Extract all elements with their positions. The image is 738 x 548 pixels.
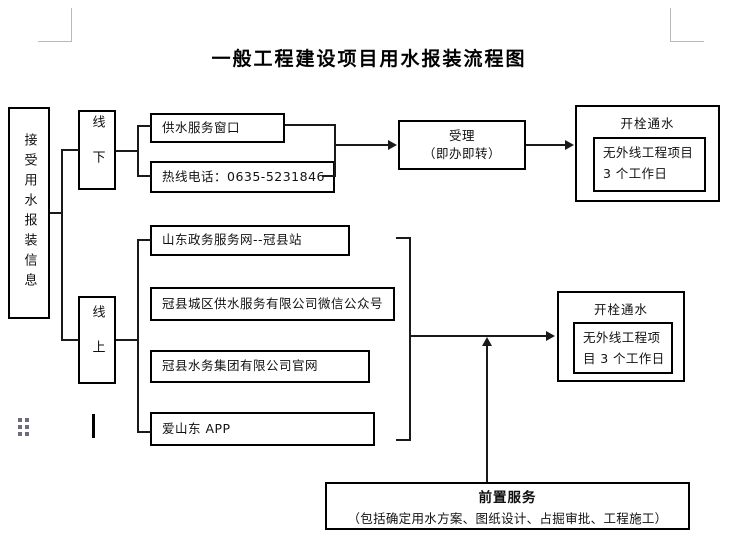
connector-start-stub (50, 212, 62, 214)
node-accept-line1: 受理 (448, 127, 475, 143)
connector-offline-branch-1 (137, 125, 151, 127)
connector-offline-merge-spine (334, 124, 336, 176)
connector-offline-branch-2 (137, 175, 151, 177)
node-result-top-detail-line2: 3 个工作日 (603, 165, 668, 181)
node-offline-option-2-label: 热线电话：0635-5231846 (162, 168, 325, 184)
connector-accept-to-result-top (526, 144, 566, 146)
node-online-option-3-label: 冠县水务集团有限公司官网 (162, 358, 319, 374)
connector-online-bracket-spine (137, 239, 139, 433)
node-online-option-3[interactable]: 冠县水务集团有限公司官网 (150, 350, 370, 383)
node-pre-service-detail: （包括确定用水方案、图纸设计、占掘审批、工程施工） (347, 510, 668, 526)
node-online-option-1[interactable]: 山东政务服务网--冠县站 (150, 225, 350, 256)
node-result-bottom[interactable]: 开栓通水 无外线工程项 目 3 个工作日 (557, 291, 685, 382)
node-offline-option-1[interactable]: 供水服务窗口 (150, 113, 285, 143)
connector-online-channel-out (116, 339, 138, 341)
node-accept-line2: （即办即转） (422, 146, 501, 161)
text-caret (92, 414, 95, 438)
connector-start-spine (61, 149, 63, 341)
connector-pre-service-up (486, 345, 488, 482)
page-margin-mark-top-left (38, 8, 72, 42)
connector-online-to-result-bottom (409, 335, 547, 337)
node-offline-option-1-label: 供水服务窗口 (162, 119, 241, 135)
connector-online-branch-1 (137, 239, 151, 241)
node-result-bottom-detail-line2: 目 3 个工作日 (583, 350, 665, 366)
node-result-top[interactable]: 开栓通水 无外线工程项目 3 个工作日 (575, 105, 720, 202)
connector-online-merge-bottom (396, 439, 410, 441)
node-result-top-detail-line1: 无外线工程项目 (603, 145, 694, 160)
connector-offline-to-accept (334, 144, 389, 146)
connector-online-merge-top (396, 237, 410, 239)
node-result-bottom-detail-line1: 无外线工程项 (583, 330, 661, 345)
node-channel-online-label: 线上 (89, 305, 105, 375)
arrowhead-online-to-result-bottom (546, 331, 555, 341)
connector-to-offline-channel (61, 149, 79, 151)
node-offline-option-2[interactable]: 热线电话：0635-5231846 (150, 161, 335, 193)
node-online-option-2[interactable]: 冠县城区供水服务有限公司微信公众号 (150, 287, 395, 321)
node-result-bottom-detail: 无外线工程项 目 3 个工作日 (573, 322, 673, 374)
node-channel-online[interactable]: 线上 (78, 296, 116, 384)
arrowhead-accept-to-result-top (565, 140, 574, 150)
node-channel-offline-label: 线下 (89, 115, 105, 185)
node-start-label: 接受用水报装信息 (21, 133, 37, 293)
connector-offline-opt1-out (285, 124, 335, 126)
node-result-bottom-title: 开栓通水 (593, 302, 648, 317)
node-channel-offline[interactable]: 线下 (78, 110, 116, 190)
node-online-option-4[interactable]: 爱山东 APP (150, 412, 375, 446)
node-result-top-detail: 无外线工程项目 3 个工作日 (593, 137, 706, 192)
page-title: 一般工程建设项目用水报装流程图 (211, 48, 527, 70)
connector-offline-bracket-spine (137, 125, 139, 176)
node-online-option-1-label: 山东政务服务网--冠县站 (162, 232, 303, 248)
drag-handle-icon[interactable] (18, 418, 29, 436)
node-online-option-4-label: 爱山东 APP (162, 420, 231, 436)
node-result-top-title: 开栓通水 (620, 116, 675, 131)
node-pre-service-title: 前置服务 (478, 489, 537, 506)
node-pre-service[interactable]: 前置服务 （包括确定用水方案、图纸设计、占掘审批、工程施工） (325, 482, 690, 530)
node-start[interactable]: 接受用水报装信息 (8, 107, 50, 319)
node-accept[interactable]: 受理 （即办即转） (398, 120, 526, 170)
connector-online-branch-4 (137, 431, 151, 433)
connector-to-online-channel (61, 339, 79, 341)
connector-offline-channel-out (116, 150, 138, 152)
node-online-option-2-label: 冠县城区供水服务有限公司微信公众号 (162, 295, 384, 311)
connector-offline-opt2-out (322, 175, 336, 177)
page-margin-mark-top-right (670, 8, 704, 42)
arrowhead-offline-to-accept (388, 140, 397, 150)
arrowhead-pre-service-up (482, 337, 492, 346)
connector-online-merge-spine (409, 237, 411, 441)
